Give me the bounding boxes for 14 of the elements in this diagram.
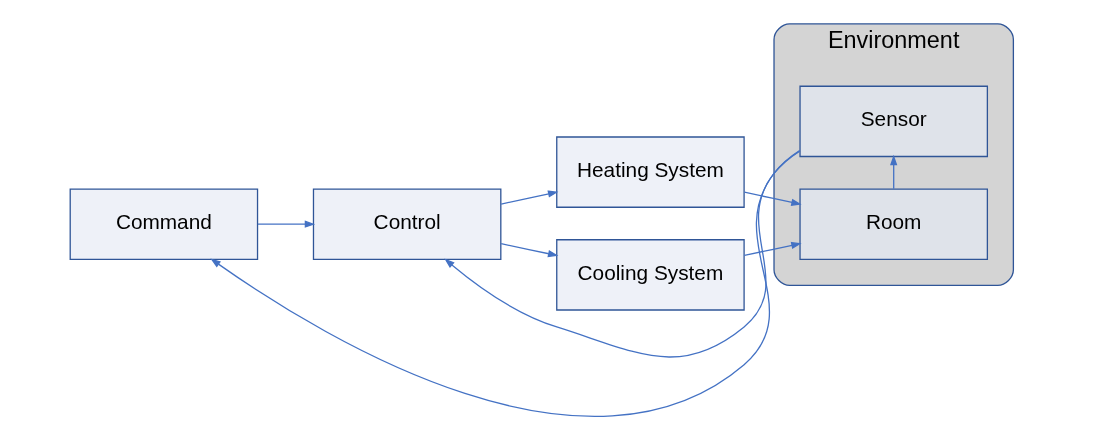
arrow <box>743 241 802 256</box>
arrow <box>443 150 801 358</box>
arrow <box>889 154 897 190</box>
arrow <box>256 220 315 228</box>
node-box: Cooling System <box>555 239 745 311</box>
node-box: Control <box>312 188 501 260</box>
arrow <box>209 149 800 417</box>
arrow <box>500 243 558 258</box>
node-box: Heating System <box>555 136 745 208</box>
node-box: Command <box>69 188 258 260</box>
node-box: Sensor <box>798 85 988 158</box>
arrow <box>743 191 802 206</box>
arrow <box>500 190 558 205</box>
node-box: Room <box>798 188 988 260</box>
